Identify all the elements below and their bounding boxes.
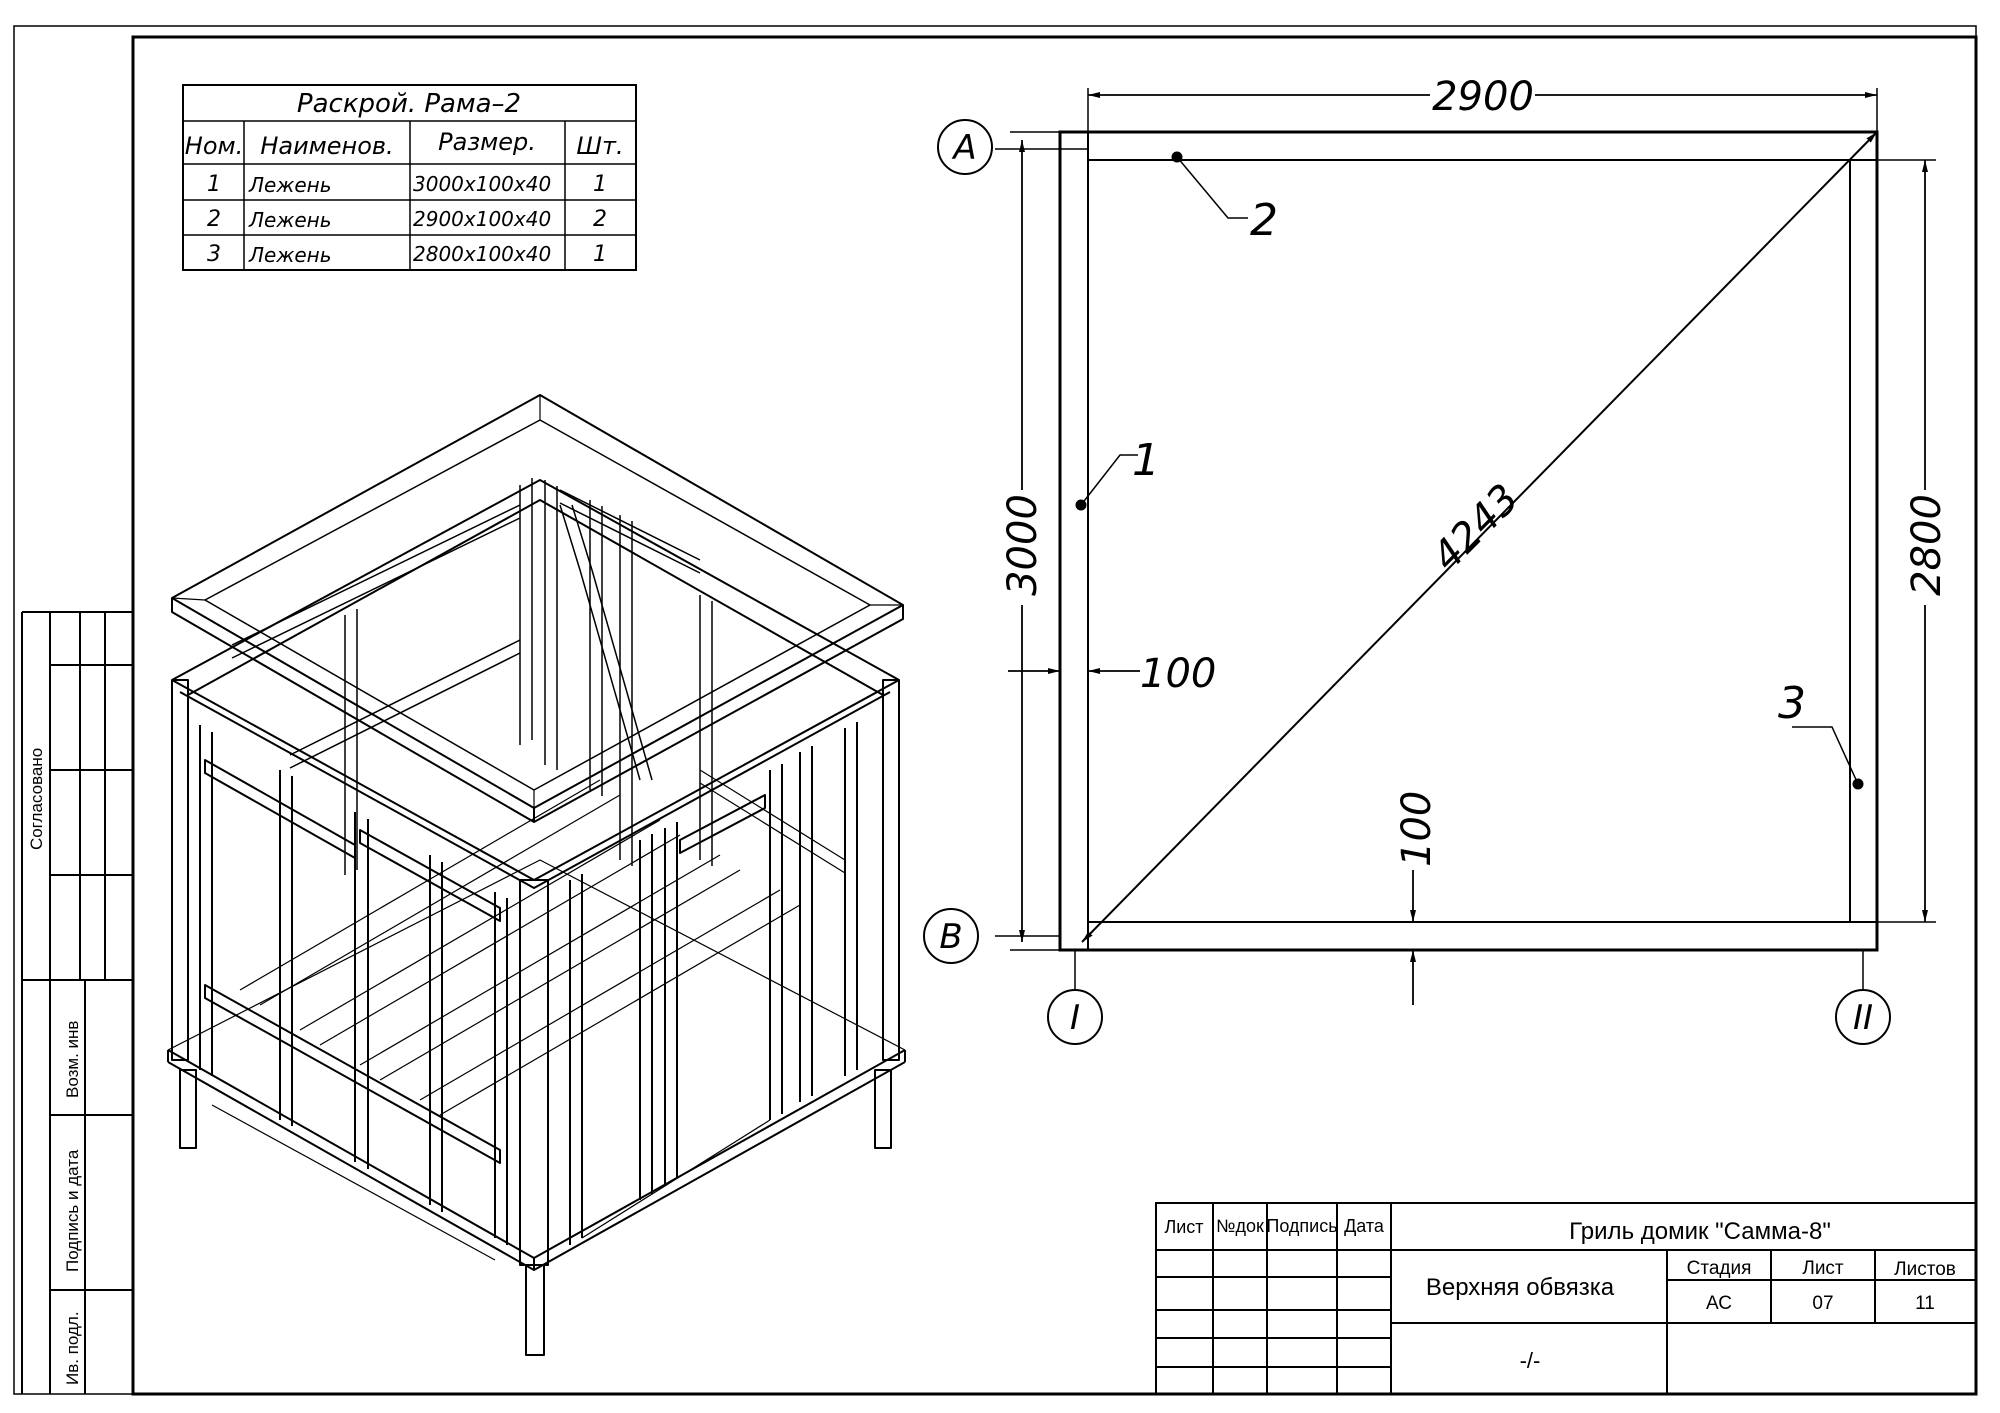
table-row-qty: 1 <box>593 242 607 267</box>
table-row-size: 2900x100x40 <box>413 207 551 231</box>
table-row-name: Лежень <box>248 208 332 232</box>
axis-a-label: А <box>951 128 976 168</box>
margin-label-inv-replace: Возм. инв <box>63 1021 82 1098</box>
cut-table-header-size: Размер. <box>438 128 536 156</box>
title-header-date: Дата <box>1344 1216 1385 1236</box>
dim-left-label: 3000 <box>1000 494 1046 596</box>
axis-2-label: II <box>1853 998 1873 1038</box>
sheets-value: 11 <box>1915 1293 1935 1314</box>
callout-1-label: 1 <box>1132 435 1160 486</box>
axis-1-label: I <box>1070 998 1080 1038</box>
isometric-frame-drawing <box>167 394 906 1356</box>
sheets-label: Листов <box>1894 1259 1956 1280</box>
cut-table-header-name: Наименов. <box>260 132 393 160</box>
margin-label-sign-date: Подпись и дата <box>63 1149 82 1272</box>
cut-table-header-num: Ном. <box>185 132 243 160</box>
table-row-size: 2800x100x40 <box>413 242 551 266</box>
dim-thickness-bottom-label: 100 <box>1394 791 1440 867</box>
table-row-qty: 2 <box>593 207 607 232</box>
cut-table: Раскрой. Рама–2 Ном. Наименов. Размер. Ш… <box>182 84 637 271</box>
left-margin-stamp <box>21 611 133 1394</box>
callout-3-label: 3 <box>1778 678 1806 729</box>
inner-frame <box>131 35 1978 1396</box>
stage-value: АС <box>1706 1293 1732 1314</box>
title-header-docno: №док <box>1216 1216 1264 1236</box>
plan-view <box>923 88 1936 1045</box>
stage-label: Стадия <box>1687 1258 1752 1279</box>
table-row-size: 3000x100x40 <box>413 172 551 196</box>
table-row-qty: 1 <box>593 172 607 197</box>
dim-diagonal-label: 4243 <box>1424 476 1529 581</box>
dim-thickness-left-label: 100 <box>1140 651 1216 697</box>
title-header-signature: Подпись <box>1266 1216 1337 1236</box>
table-row-num: 2 <box>207 207 221 232</box>
dim-top-label: 2900 <box>1432 74 1534 120</box>
margin-label-inv-orig: Ив. подл. <box>63 1311 82 1385</box>
table-row-name: Лежень <box>248 173 332 197</box>
title-block <box>1155 1202 1977 1395</box>
sheet-value: 07 <box>1812 1293 1833 1314</box>
table-row-num: 3 <box>207 242 221 267</box>
dim-right-label: 2800 <box>1904 494 1950 596</box>
blank-mark: -/- <box>1520 1348 1541 1373</box>
project-title: Гриль домик "Самма-8" <box>1569 1218 1831 1245</box>
plan-labels: 2900 3000 2800 4243 100 100 2 1 3 А В I … <box>939 74 1950 1038</box>
axis-b-label: В <box>939 917 962 957</box>
margin-label-agreed: Согласовано <box>27 748 46 850</box>
title-block-text: Лист №док Подпись Дата Гриль домик "Самм… <box>1164 1216 1955 1373</box>
cut-table-title: Раскрой. Рама–2 <box>297 89 521 119</box>
sheet-label: Лист <box>1802 1258 1844 1279</box>
table-row-name: Лежень <box>248 243 332 267</box>
sheet-title: Верхняя обвязка <box>1426 1274 1615 1301</box>
cut-table-header-qty: Шт. <box>576 132 623 160</box>
callout-2-label: 2 <box>1250 195 1278 246</box>
title-header-sheet: Лист <box>1164 1217 1203 1237</box>
table-row-num: 1 <box>207 172 221 197</box>
